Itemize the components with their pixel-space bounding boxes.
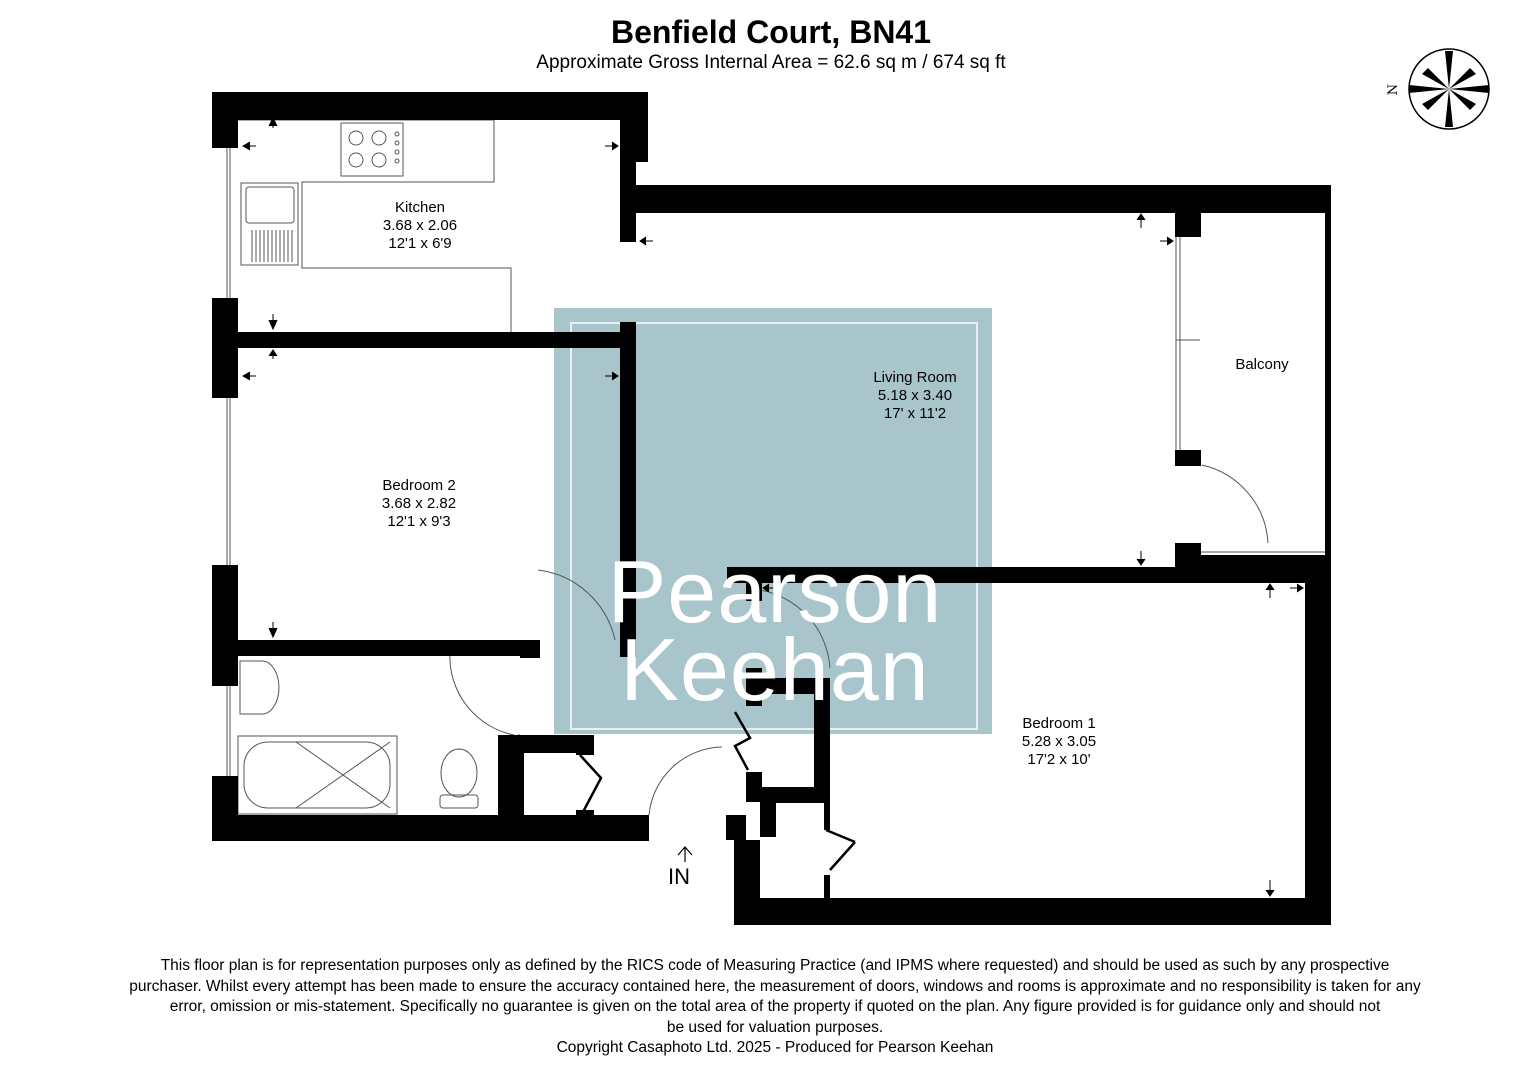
disclaimer-line-4: be used for valuation purposes.	[666, 1018, 884, 1036]
bedroom1-door-swing	[759, 589, 831, 669]
room-name: Bedroom 1	[1022, 715, 1096, 732]
disclaimer-line-3: error, omission or mis-statement. Specif…	[169, 998, 1381, 1015]
watermark-line-1: Pearson	[607, 542, 943, 641]
room-label-balcony: Balcony	[1182, 356, 1342, 374]
room-metric: 3.68 x 2.06	[382, 217, 458, 234]
room-name: Kitchen	[394, 199, 446, 216]
toilet-icon	[439, 748, 479, 809]
plan-title: Benfield Court, BN41	[610, 14, 932, 50]
room-label-bedroom-1: Bedroom 1 5.28 x 3.05 17'2 x 10'	[979, 715, 1139, 769]
room-imperial: 17'2 x 10'	[1027, 751, 1091, 768]
bath-icon	[237, 735, 398, 815]
room-imperial: 12'1 x 9'3	[387, 513, 451, 530]
compass-icon	[1408, 48, 1490, 130]
room-metric: 3.68 x 2.82	[381, 495, 457, 512]
entrance-arrow-icon	[677, 846, 693, 862]
room-metric: 5.28 x 3.05	[1021, 733, 1097, 750]
room-label-kitchen: Kitchen 3.68 x 2.06 12'1 x 6'9	[340, 199, 500, 253]
room-metric: 5.18 x 3.40	[877, 387, 953, 404]
entrance-label: IN	[668, 864, 690, 889]
room-name: Living Room	[873, 369, 957, 386]
entrance-door-swing	[648, 746, 723, 816]
room-imperial: 12'1 x 6'9	[388, 235, 452, 252]
room-imperial: 17' x 11'2	[883, 405, 947, 422]
disclaimer-line-2: purchaser. Whilst every attempt has been…	[129, 977, 1421, 995]
watermark-line-2: Keehan	[620, 620, 930, 719]
disclaimer-line-1: This floor plan is for representation pu…	[160, 957, 1390, 974]
room-label-living-room: Living Room 5.18 x 3.40 17' x 11'2	[835, 369, 995, 423]
bedroom2-door-swing	[537, 569, 616, 641]
balcony-door-swing	[1201, 464, 1269, 544]
room-name: Balcony	[1235, 356, 1289, 373]
walls	[212, 92, 1331, 925]
compass-north-label: N	[1386, 83, 1402, 96]
plan-area-subtitle: Approximate Gross Internal Area = 62.6 s…	[536, 52, 1006, 73]
dimension-arrows	[241, 116, 1304, 897]
disclaimer: This floor plan is for representation pu…	[70, 956, 1480, 1059]
copyright: Copyright Casaphoto Ltd. 2025 - Produced…	[556, 1039, 994, 1056]
sink-icon	[240, 182, 299, 266]
room-name: Bedroom 2	[382, 477, 456, 494]
hob-icon	[340, 122, 404, 177]
room-label-bedroom-2: Bedroom 2 3.68 x 2.82 12'1 x 9'3	[339, 477, 499, 531]
basin-icon	[239, 660, 280, 715]
bathroom-door-swing	[449, 651, 515, 736]
fixtures	[226, 119, 1327, 871]
